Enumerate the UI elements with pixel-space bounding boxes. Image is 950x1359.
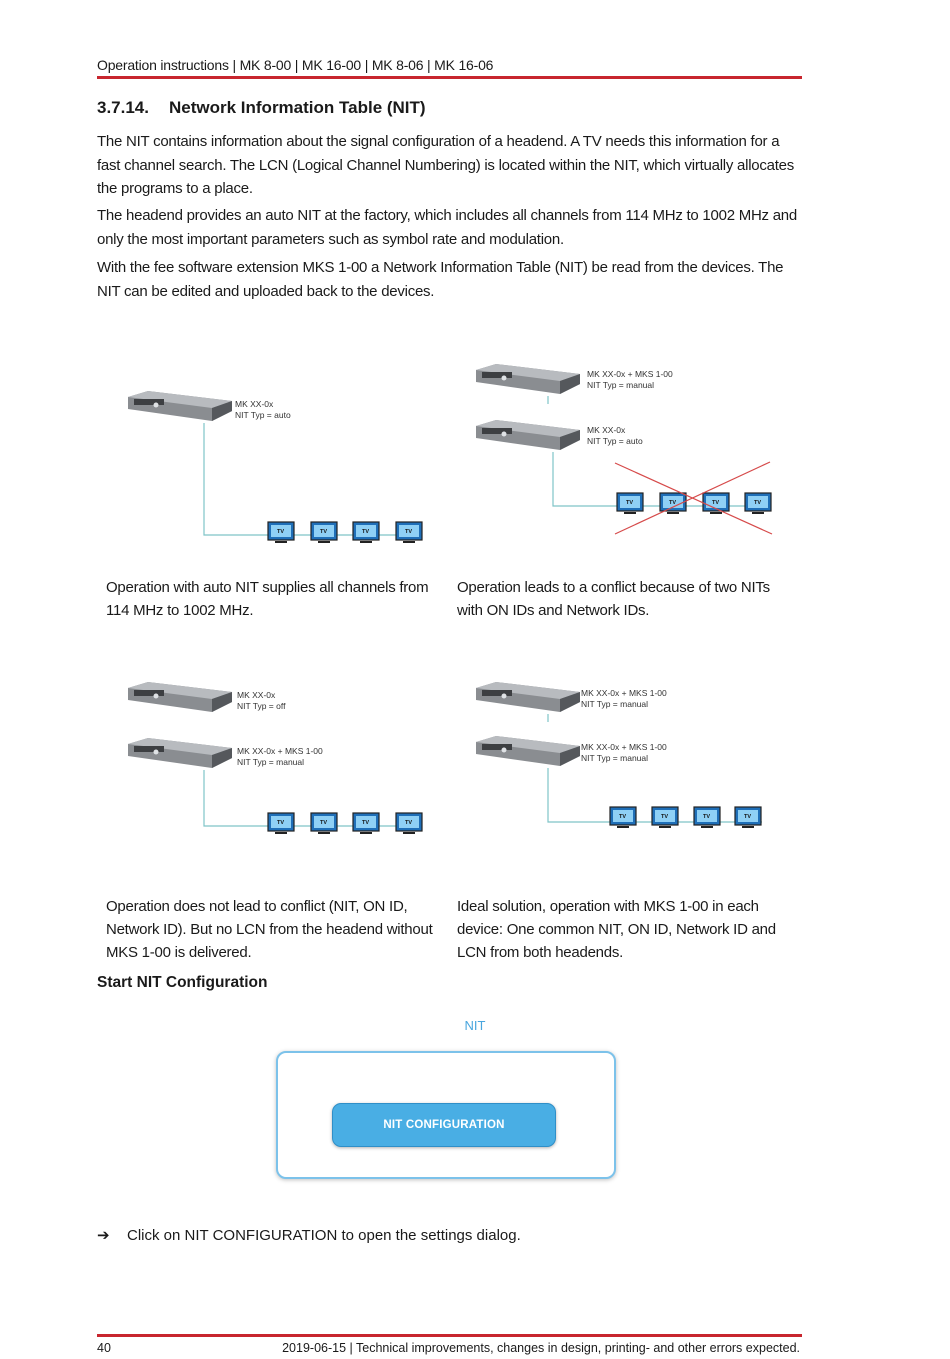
- tv-label: TV: [703, 814, 710, 820]
- device-1-typ: NIT Typ = off: [237, 701, 286, 711]
- headend-device-icon: [476, 420, 580, 450]
- nit-configuration-button[interactable]: NIT CONFIGURATION: [332, 1103, 556, 1147]
- section-title: Network Information Table (NIT): [169, 98, 426, 117]
- arrow-right-icon: ➔: [97, 1227, 110, 1244]
- tv-icon: TV: [352, 521, 380, 543]
- device-1-typ: NIT Typ = auto: [235, 410, 291, 420]
- section-number: 3.7.14.: [97, 98, 149, 117]
- nit-panel-title: NIT: [464, 1018, 486, 1033]
- device-2-typ: NIT Typ = manual: [581, 753, 648, 763]
- tv-label: TV: [712, 500, 719, 506]
- tv-label: TV: [362, 529, 369, 535]
- tv-icon: TV: [616, 492, 644, 514]
- device-2-name: MK XX-0x + MKS 1-00: [237, 746, 323, 756]
- caption-1: Operation with auto NIT supplies all cha…: [106, 579, 429, 619]
- device-1-name: MK XX-0x + MKS 1-00: [587, 369, 673, 379]
- paragraph-2: The headend provides an auto NIT at the …: [97, 207, 797, 248]
- tv-label: TV: [626, 500, 633, 506]
- tv-icon: TV: [267, 521, 295, 543]
- tv-label: TV: [754, 500, 761, 506]
- tv-label: TV: [744, 814, 751, 820]
- instruction-text: Click on NIT CONFIGURATION to open the s…: [127, 1227, 521, 1244]
- device-2-name: MK XX-0x + MKS 1-00: [581, 742, 667, 752]
- tv-icon: TV: [395, 812, 423, 834]
- device-1-typ: NIT Typ = manual: [587, 380, 654, 390]
- headend-device-icon: [476, 364, 580, 394]
- footer-rule: [97, 1334, 802, 1337]
- device-1-name: MK XX-0x + MKS 1-00: [581, 688, 667, 698]
- header-rule: [97, 76, 802, 79]
- tv-label: TV: [405, 820, 412, 826]
- instruction: ➔ Click on NIT CONFIGURATION to open the …: [97, 1226, 521, 1244]
- device-2-typ: NIT Typ = manual: [237, 757, 304, 767]
- header-title: Operation instructions | MK 8-00 | MK 16…: [97, 57, 494, 73]
- section-heading: 3.7.14. Network Information Table (NIT): [97, 98, 426, 118]
- headend-device-icon: [128, 738, 232, 768]
- tv-icon: TV: [651, 806, 679, 828]
- headend-device-icon: [476, 682, 580, 712]
- headend-device-icon: [476, 736, 580, 766]
- footer-note: 2019-06-15 | Technical improvements, cha…: [282, 1341, 800, 1355]
- diagram-3-svg: MK XX-0x NIT Typ = off MK XX-0x + MKS 1-…: [128, 682, 423, 834]
- tv-icon: TV: [395, 521, 423, 543]
- diagram-conflict: MK XX-0x + MKS 1-00 NIT Typ = manual MK …: [470, 358, 790, 535]
- diagram-1-svg: MK XX-0x NIT Typ = auto TV TV TV TV: [128, 391, 423, 543]
- tv-icon: TV: [609, 806, 637, 828]
- page-number: 40: [97, 1341, 111, 1355]
- caption-2: Operation leads to a conflict because of…: [457, 579, 770, 619]
- tv-icon: TV: [267, 812, 295, 834]
- tv-icon: TV: [310, 521, 338, 543]
- headend-device-icon: [128, 682, 232, 712]
- conflict-cross-icon: [614, 461, 773, 535]
- tv-label: TV: [669, 500, 676, 506]
- device-2-typ: NIT Typ = auto: [587, 436, 643, 446]
- diagram-ideal: MK XX-0x + MKS 1-00 NIT Typ = manual MK …: [468, 676, 788, 841]
- paragraph-3: With the fee software extension MKS 1-00…: [97, 259, 784, 300]
- tv-label: TV: [405, 529, 412, 535]
- tv-icon: TV: [352, 812, 380, 834]
- device-1-typ: NIT Typ = manual: [581, 699, 648, 709]
- tv-label: TV: [320, 529, 327, 535]
- device-1-name: MK XX-0x: [237, 690, 276, 700]
- tv-icon: TV: [734, 806, 762, 828]
- headend-device-icon: [128, 391, 232, 421]
- diagram-nit-off: MK XX-0x NIT Typ = off MK XX-0x + MKS 1-…: [120, 678, 440, 843]
- tv-label: TV: [277, 529, 284, 535]
- diagram-auto-nit: MK XX-0x NIT Typ = auto TV TV TV TV: [120, 385, 440, 550]
- tv-icon: TV: [310, 812, 338, 834]
- device-1-name: MK XX-0x: [235, 399, 274, 409]
- tv-label: TV: [277, 820, 284, 826]
- diagram-4-svg: MK XX-0x + MKS 1-00 NIT Typ = manual MK …: [476, 682, 762, 828]
- diagram-2-svg: MK XX-0x + MKS 1-00 NIT Typ = manual MK …: [476, 364, 773, 535]
- start-nit-heading: Start NIT Configuration: [97, 974, 268, 991]
- tv-label: TV: [320, 820, 327, 826]
- caption-4: Ideal solution, operation with MKS 1-00 …: [457, 898, 776, 961]
- caption-3: Operation does not lead to conflict (NIT…: [106, 898, 433, 961]
- tv-label: TV: [661, 814, 668, 820]
- paragraph-1: The NIT contains information about the s…: [97, 133, 794, 197]
- tv-label: TV: [619, 814, 626, 820]
- tv-icon: TV: [693, 806, 721, 828]
- tv-icon: TV: [744, 492, 772, 514]
- device-2-name: MK XX-0x: [587, 425, 626, 435]
- tv-icon: TV: [702, 492, 730, 514]
- tv-label: TV: [362, 820, 369, 826]
